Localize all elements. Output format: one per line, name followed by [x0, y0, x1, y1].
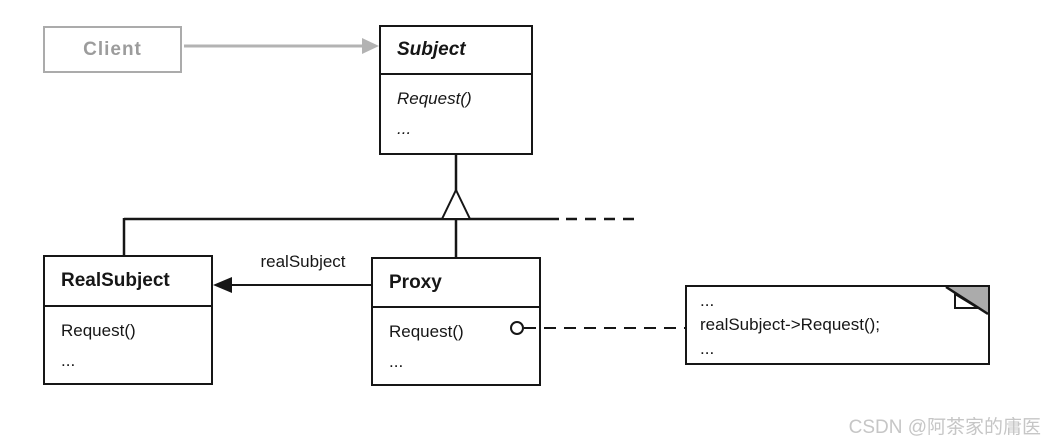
- class-box-client: Client: [43, 26, 182, 73]
- class-box-realsubject: RealSubject Request() ...: [43, 255, 213, 385]
- member-method: Request(): [61, 321, 136, 340]
- inheritance-triangle-icon: [440, 187, 472, 220]
- class-name-subject: Subject: [381, 27, 531, 75]
- class-name-proxy: Proxy: [373, 259, 539, 308]
- note-line: ...: [700, 291, 715, 310]
- member-ellipsis: ...: [61, 351, 76, 370]
- member-ellipsis: ...: [397, 119, 412, 138]
- client-subject-arrowhead-icon: [362, 38, 379, 54]
- class-box-subject: Subject Request() ...: [379, 25, 533, 155]
- member-ellipsis: ...: [389, 352, 404, 371]
- member-method: Request(): [389, 322, 464, 341]
- class-members-realsubject: Request() ...: [45, 307, 211, 376]
- class-name-realsubject: RealSubject: [45, 257, 211, 307]
- class-name-client: Client: [83, 38, 142, 60]
- member-method: Request(): [397, 89, 472, 108]
- class-members-subject: Request() ...: [381, 75, 531, 144]
- note-line: ...: [700, 339, 715, 358]
- csdn-watermark: CSDN @阿茶家的庸医: [848, 417, 1041, 438]
- association-label-realsubject: realSubject: [260, 252, 346, 271]
- proxy-realsubject-arrowhead-icon: [213, 277, 232, 293]
- note-fold-corner-icon: [945, 287, 988, 316]
- note-text: ... realSubject->Request(); ...: [687, 287, 988, 361]
- class-box-proxy: Proxy Request() ...: [371, 257, 541, 386]
- note-line: realSubject->Request();: [700, 315, 881, 334]
- class-members-proxy: Request() ...: [373, 308, 539, 377]
- implementation-note: ... realSubject->Request(); ...: [685, 285, 990, 365]
